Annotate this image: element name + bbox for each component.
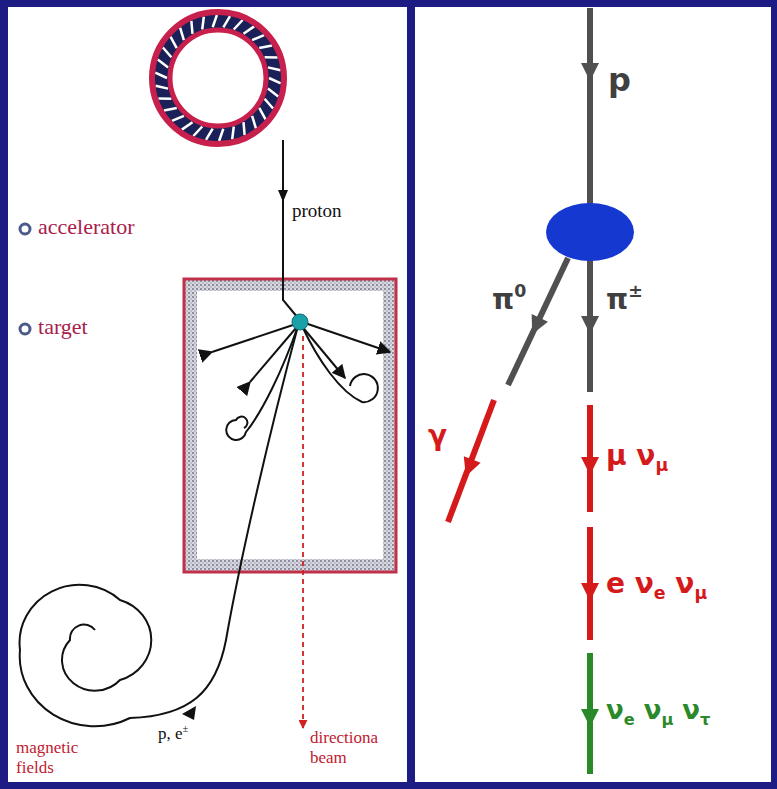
- ring-fin: [193, 127, 202, 136]
- ring-fin: [180, 28, 184, 40]
- right-panel: [415, 7, 771, 782]
- ring-fin: [206, 129, 213, 140]
- particle-label: p: [608, 62, 631, 99]
- arrowhead: [457, 456, 480, 479]
- arrowhead: [581, 709, 599, 727]
- ring-fin: [155, 86, 168, 89]
- particle-label: π0: [492, 284, 526, 316]
- ring-fin: [268, 89, 278, 97]
- ring-fin: [170, 37, 176, 48]
- particle-label: π±: [606, 284, 643, 316]
- target-dot: [292, 314, 308, 330]
- part-label: accelerator: [38, 214, 135, 239]
- arrowhead: [278, 190, 288, 202]
- ring-fin: [158, 97, 171, 100]
- target-box: [184, 279, 396, 572]
- ring-fin: [158, 60, 168, 68]
- ring-fin: [265, 99, 274, 109]
- particle-label: p, e±: [158, 724, 188, 744]
- bullet: [20, 224, 30, 234]
- ring-fin: [252, 35, 264, 40]
- ring-fin: [164, 108, 177, 110]
- particle-label: μ νμ: [606, 440, 668, 472]
- target-inner: [197, 291, 383, 559]
- arrowhead: [581, 316, 599, 334]
- ring-fin: [259, 46, 272, 48]
- ring-fin: [269, 78, 281, 83]
- ring-fin: [213, 15, 217, 27]
- arrowhead: [581, 583, 599, 601]
- part-label: target: [38, 314, 88, 339]
- ring-fin: [244, 122, 245, 135]
- beam-line: [302, 336, 304, 728]
- accelerator-ring: [152, 12, 284, 144]
- left-panel: [8, 7, 407, 782]
- particle-label: νe νμ ντ: [606, 696, 710, 726]
- particle-label: γ: [428, 420, 447, 452]
- field-label: magnetic fields: [16, 738, 116, 777]
- ring-fin: [232, 127, 234, 140]
- arrowhead: [581, 63, 599, 81]
- ring-fin: [234, 20, 243, 29]
- ring-fin: [163, 47, 172, 57]
- arrowhead: [182, 706, 196, 720]
- particle-tracks: [20, 322, 390, 726]
- particle-label: proton: [292, 200, 342, 222]
- decay-chain: [448, 8, 634, 774]
- beam-label: directiona beam: [310, 728, 398, 767]
- ring-fin: [182, 122, 193, 129]
- interaction-blob: [546, 203, 634, 261]
- ring-fin: [223, 16, 230, 27]
- bullet: [20, 324, 30, 334]
- ring-fin: [202, 17, 204, 30]
- ring-fin: [244, 26, 255, 33]
- ring-fin: [252, 116, 256, 128]
- arrowhead: [524, 314, 548, 338]
- ring-fin: [259, 108, 265, 119]
- proton-line: [283, 140, 298, 318]
- ring-fin: [155, 73, 167, 78]
- particle-label: e νe νμ: [606, 568, 707, 600]
- ring-fin: [268, 67, 281, 70]
- ring-fin: [265, 56, 278, 59]
- ring-fin: [172, 116, 184, 121]
- ring-fin: [191, 21, 192, 34]
- arrowhead: [581, 457, 599, 475]
- ring-fin: [219, 129, 223, 141]
